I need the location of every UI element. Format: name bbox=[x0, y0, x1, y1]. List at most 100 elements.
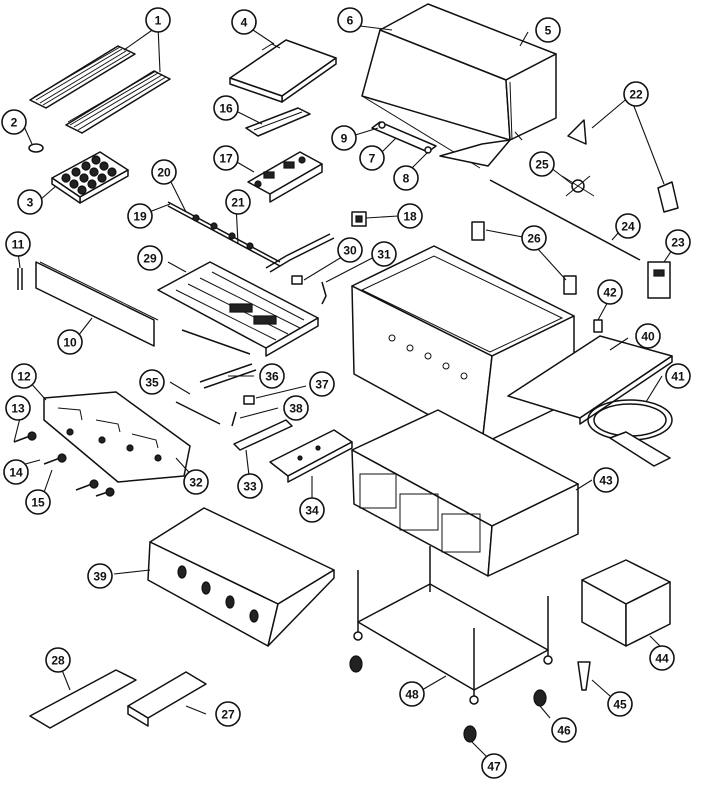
callout-circle bbox=[213, 145, 239, 171]
part-small-bracket bbox=[593, 319, 603, 333]
callout-number: 15 bbox=[31, 496, 45, 510]
part-warming-tray bbox=[229, 39, 337, 103]
callout-42: 42 bbox=[597, 279, 623, 305]
callout-circle bbox=[359, 145, 385, 171]
callout-number: 13 bbox=[11, 402, 25, 416]
callout-number: 20 bbox=[157, 166, 171, 180]
callout-circle bbox=[145, 7, 171, 33]
callout-number: 9 bbox=[341, 132, 348, 146]
part-towel-bar bbox=[587, 399, 673, 467]
callout-48: 48 bbox=[399, 681, 425, 707]
callout-number: 44 bbox=[655, 652, 669, 666]
callout-29: 29 bbox=[137, 245, 163, 271]
callout-circle bbox=[371, 241, 397, 267]
callout-number: 41 bbox=[671, 370, 685, 384]
callout-number: 12 bbox=[17, 370, 31, 384]
part-cooking-grates bbox=[29, 45, 171, 134]
part-knob bbox=[351, 211, 367, 227]
callout-labels: 1234567891011121314151617181920212223242… bbox=[1, 7, 691, 779]
part-burner-assembly bbox=[157, 261, 319, 357]
part-heat-shield bbox=[245, 107, 311, 137]
callout-number: 14 bbox=[9, 466, 23, 480]
callout-23: 23 bbox=[665, 229, 691, 255]
callout-number: 22 bbox=[629, 88, 643, 102]
callout-15: 15 bbox=[25, 489, 51, 515]
callout-circle bbox=[481, 753, 507, 779]
callout-number: 1 bbox=[155, 14, 162, 28]
callout-circle bbox=[337, 237, 363, 263]
part-storage-bin bbox=[581, 559, 671, 647]
callout-circle bbox=[237, 473, 263, 499]
callout-36: 36 bbox=[259, 363, 285, 389]
callout-24: 24 bbox=[615, 213, 641, 239]
callout-number: 47 bbox=[487, 760, 501, 774]
part-spit-rod bbox=[489, 179, 641, 261]
part-motor-bracket bbox=[247, 151, 323, 203]
callout-3: 3 bbox=[17, 189, 43, 215]
callout-44: 44 bbox=[649, 645, 675, 671]
callout-circle bbox=[331, 125, 357, 151]
part-grease-tray bbox=[269, 429, 353, 483]
callout-number: 17 bbox=[219, 152, 233, 166]
callout-45: 45 bbox=[607, 691, 633, 717]
callout-31: 31 bbox=[371, 241, 397, 267]
callout-19: 19 bbox=[127, 203, 153, 229]
part-briquette-tray bbox=[51, 151, 129, 204]
callout-10: 10 bbox=[57, 329, 83, 355]
callout-circle bbox=[309, 371, 335, 397]
callout-4: 4 bbox=[231, 9, 257, 35]
callout-41: 41 bbox=[665, 363, 691, 389]
callout-7: 7 bbox=[359, 145, 385, 171]
callout-circle bbox=[259, 363, 285, 389]
callout-circle bbox=[399, 681, 425, 707]
callout-8: 8 bbox=[393, 165, 419, 191]
callout-26: 26 bbox=[521, 225, 547, 251]
callout-39: 39 bbox=[87, 563, 113, 589]
callout-34: 34 bbox=[299, 497, 325, 523]
callout-9: 9 bbox=[331, 125, 357, 151]
callout-number: 3 bbox=[27, 196, 34, 210]
callout-number: 31 bbox=[377, 248, 391, 262]
callout-12: 12 bbox=[11, 363, 37, 389]
callout-number: 39 bbox=[93, 570, 107, 584]
callout-circle bbox=[137, 245, 163, 271]
part-cabinet bbox=[351, 409, 579, 577]
callout-circle bbox=[139, 369, 165, 395]
callout-number: 8 bbox=[403, 172, 410, 186]
callout-circle bbox=[397, 203, 423, 229]
callout-circle bbox=[393, 165, 419, 191]
callout-30: 30 bbox=[337, 237, 363, 263]
callout-circle bbox=[299, 497, 325, 523]
callout-circle bbox=[623, 81, 649, 107]
callout-43: 43 bbox=[593, 467, 619, 493]
callout-circle bbox=[529, 151, 555, 177]
callout-33: 33 bbox=[237, 473, 263, 499]
callout-circle bbox=[597, 279, 623, 305]
part-valve-manifold bbox=[167, 201, 335, 273]
callout-circle bbox=[665, 363, 691, 389]
callout-1: 1 bbox=[145, 7, 171, 33]
callout-circle bbox=[151, 159, 177, 185]
callout-number: 34 bbox=[305, 504, 319, 518]
callout-46: 46 bbox=[551, 717, 577, 743]
callout-37: 37 bbox=[309, 371, 335, 397]
callout-27: 27 bbox=[215, 701, 241, 727]
callout-circle bbox=[183, 469, 209, 495]
part-brackets bbox=[567, 119, 679, 213]
callout-20: 20 bbox=[151, 159, 177, 185]
callout-circle bbox=[225, 189, 251, 215]
callout-circle bbox=[551, 717, 577, 743]
part-igniter bbox=[291, 275, 327, 305]
callout-number: 38 bbox=[289, 402, 303, 416]
callout-circle bbox=[535, 17, 561, 43]
callout-circle bbox=[521, 225, 547, 251]
callout-17: 17 bbox=[213, 145, 239, 171]
callout-11: 11 bbox=[5, 231, 31, 257]
callout-circle bbox=[215, 701, 241, 727]
part-bottom-pan bbox=[147, 507, 335, 647]
part-firebox bbox=[351, 245, 575, 445]
callout-18: 18 bbox=[397, 203, 423, 229]
callout-circle bbox=[3, 459, 29, 485]
part-leg-foot bbox=[577, 661, 591, 691]
